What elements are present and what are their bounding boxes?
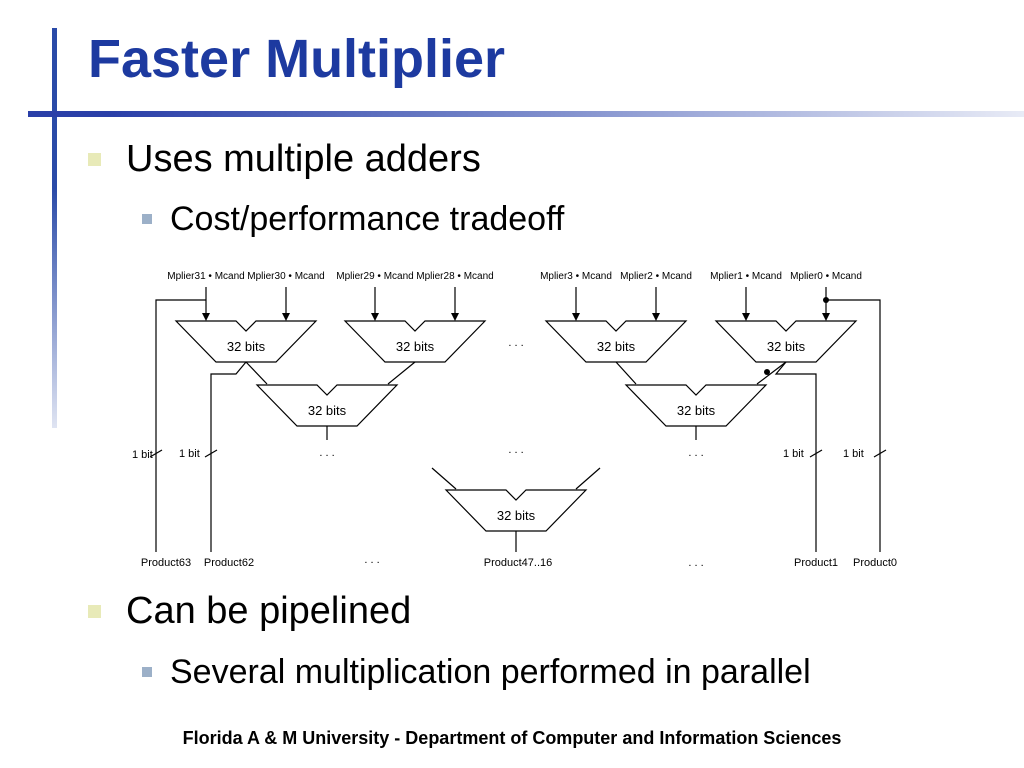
adder-label: 32 bits [227,339,266,354]
bit-label: 1 bit [783,448,804,460]
output-label-product47-16: Product47..16 [484,557,553,569]
adder-label: 32 bits [497,508,536,523]
input-label-mplier2: Mplier2 • Mcand [620,271,692,282]
title-vertical-accent [52,28,57,428]
adder-mid-2 [624,384,768,427]
slide-footer: Florida A & M University - Department of… [182,728,842,748]
ellipsis: . . . [319,447,334,459]
bullet-1-text: Uses multiple adders [126,138,481,180]
ellipsis: . . . [508,444,523,456]
title-horizontal-accent [28,111,1024,117]
sub-bullet-2-text: Several multiplication performed in para… [170,653,811,691]
input-label-mplier1: Mplier1 • Mcand [710,271,782,282]
ellipsis: . . . [508,337,523,349]
bullet-square-icon [88,153,101,166]
sub-bullet-1-text: Cost/performance tradeoff [170,200,565,238]
adder-label: 32 bits [767,339,806,354]
slide-title: Faster Multiplier [88,29,506,89]
sub-bullet-square-icon [142,214,152,224]
input-label-mplier28: Mplier28 • Mcand [416,271,493,282]
output-label-product0: Product0 [853,557,897,569]
ellipsis: . . . [364,554,379,566]
input-label-mplier29: Mplier29 • Mcand [336,271,413,282]
adder-mid-1 [255,384,399,427]
adder-bottom [444,489,588,532]
sub-bullet-square-icon [142,667,152,677]
bit-label: 1 bit [179,448,200,460]
adder-label: 32 bits [308,403,347,418]
output-label-product63: Product63 [141,557,191,569]
input-label-mplier30: Mplier30 • Mcand [247,271,324,282]
ellipsis: . . . [688,557,703,569]
ellipsis: . . . [688,447,703,459]
adder-label: 32 bits [677,403,716,418]
input-label-mplier0: Mplier0 • Mcand [790,271,862,282]
input-label-mplier3: Mplier3 • Mcand [540,271,612,282]
bullet-2-text: Can be pipelined [126,590,412,632]
input-label-mplier31: Mplier31 • Mcand [167,271,244,282]
adder-label: 32 bits [396,339,435,354]
output-label-product62: Product62 [204,557,254,569]
adder-label: 32 bits [597,339,636,354]
bit-label: 1 bit [843,448,864,460]
bit-label: 1 bit [132,449,153,461]
output-label-product1: Product1 [794,557,838,569]
bullet-square-icon [88,605,101,618]
